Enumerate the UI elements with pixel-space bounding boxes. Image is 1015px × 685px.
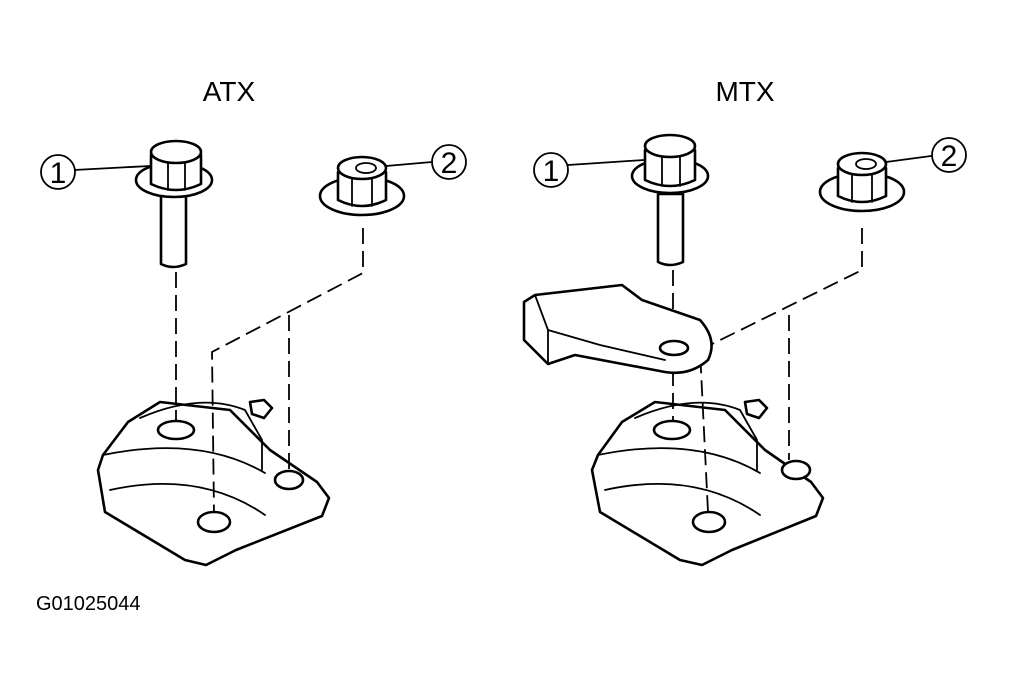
atx-center-hole: [156, 419, 196, 441]
atx-title: ATX: [203, 76, 256, 107]
mtx-bolt: [630, 133, 710, 267]
atx-panel: ATX: [40, 76, 467, 567]
atx-callout-1-label: 1: [50, 157, 67, 190]
atx-alignment-lines: [175, 228, 364, 513]
atx-callout-2-label: 2: [441, 147, 458, 180]
mtx-nut: [818, 151, 906, 213]
mtx-callout-1: 1: [533, 152, 645, 188]
mtx-callout-1-label: 1: [543, 155, 560, 188]
mtx-title: MTX: [715, 76, 774, 107]
mtx-callout-2: 2: [885, 137, 967, 173]
figure-code: G01025044: [36, 593, 141, 615]
atx-callout-2: 2: [385, 144, 467, 180]
mtx-mount: [590, 398, 825, 567]
mtx-callout-2-label: 2: [941, 140, 958, 173]
mtx-bracket-hole: [658, 339, 690, 357]
atx-bolt: [134, 139, 214, 269]
mtx-center-hole: [652, 419, 692, 441]
atx-bolt-hole-front: [196, 510, 232, 534]
mtx-panel: MTX: [522, 76, 967, 567]
mtx-bolt-hole-rear: [780, 459, 812, 481]
mtx-bracket: [522, 283, 713, 375]
mtx-bolt-hole-front: [691, 510, 727, 534]
atx-callout-1: 1: [40, 154, 151, 190]
atx-bolt-hole-rear: [273, 469, 305, 491]
atx-nut: [318, 155, 406, 217]
